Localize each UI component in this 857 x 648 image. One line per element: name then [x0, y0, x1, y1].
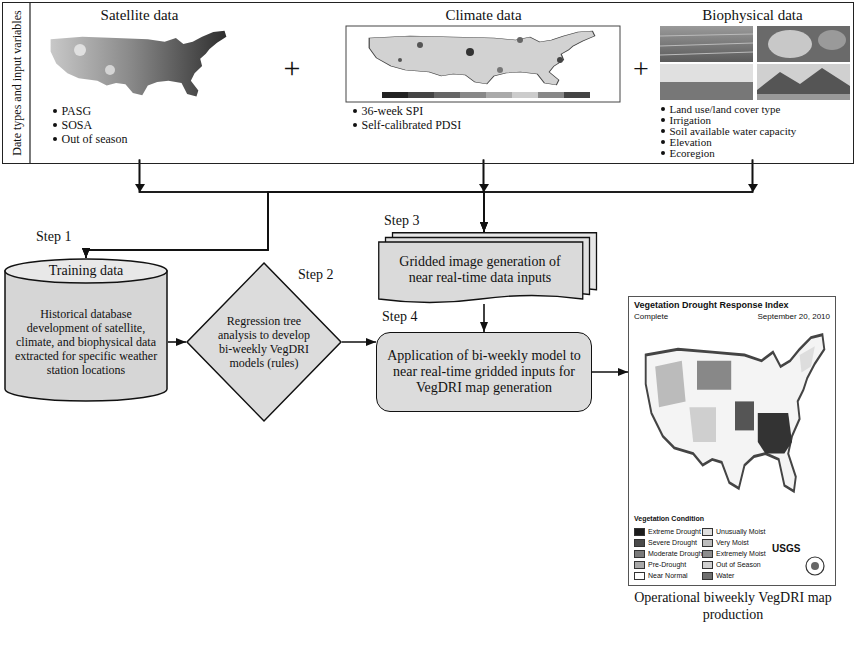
- cylinder-text: Historical database development of satel…: [10, 307, 162, 377]
- legend-entry: Near Normal: [634, 571, 688, 581]
- legend-swatch: [702, 550, 713, 558]
- bullet-list: 36-week SPISelf-calibrated PDSI: [340, 104, 628, 132]
- cylinder-heading: Training data: [4, 261, 168, 281]
- legend-entry: Very Moist: [702, 538, 749, 548]
- col-node: Climate data 36-week SPISelf-calibrated P…: [340, 4, 628, 160]
- image-spacer: [654, 24, 852, 104]
- column-heading: Biophysical data: [654, 6, 852, 24]
- legend-entry: Severe Drought: [634, 538, 697, 548]
- map-label: USGS: [772, 543, 800, 555]
- legend-entry: Extreme Drought: [634, 527, 701, 537]
- step-label: Step 4: [382, 308, 417, 325]
- climate-map: [346, 26, 620, 102]
- bullet-item: Soil available water capacity: [660, 126, 852, 137]
- diamond-node: Regression tree analysis to develop bi-w…: [186, 262, 342, 422]
- plus-sign: +: [630, 52, 652, 86]
- docs-node: Gridded image generation of near real-ti…: [378, 232, 596, 304]
- bullet-list: PASGSOSAOut of season: [36, 104, 244, 146]
- legend-swatch: [702, 539, 713, 547]
- panel-divider: [30, 3, 31, 163]
- step-label: Step 2: [298, 266, 333, 283]
- map-subtitle: Complete: [634, 312, 668, 322]
- legend-entry: Unusually Moist: [702, 527, 765, 537]
- round-node: Application of bi-weekly model to near r…: [376, 332, 592, 412]
- legend-entry: Out of Season: [702, 560, 761, 570]
- flow-connector: [592, 371, 628, 373]
- legend-text: Severe Drought: [648, 538, 697, 548]
- legend-swatch: [702, 572, 713, 580]
- bullet-item: Out of season: [52, 132, 244, 146]
- image-spacer: [36, 24, 244, 104]
- bullet-item: Self-calibrated PDSI: [352, 118, 628, 132]
- col-node: Satellite dataPASGSOSAOut of season: [36, 4, 244, 160]
- bullet-item: PASG: [52, 104, 244, 118]
- col-node: Biophysical dataLand use/land cover type…: [654, 4, 852, 160]
- legend-text: Moderate Drought: [648, 549, 704, 559]
- bullet-item: Land use/land cover type: [660, 104, 852, 115]
- diamond-text-box: Regression tree analysis to develop bi-w…: [212, 302, 316, 382]
- flow-connector: [342, 341, 376, 343]
- panel-node: Date types and input variables Satellite …: [2, 2, 854, 164]
- figure-caption: Operational biweekly VegDRI map producti…: [619, 589, 847, 623]
- decision-text: Regression tree analysis to develop bi-w…: [212, 314, 316, 370]
- legend-swatch: [634, 528, 645, 536]
- legend-text: Very Moist: [716, 538, 749, 548]
- legend-swatch: [634, 550, 645, 558]
- legend-text: Pre-Drought: [648, 560, 686, 570]
- map-label: Vegetation Condition: [634, 515, 704, 523]
- legend-entry: Extremely Moist: [702, 549, 766, 559]
- bullet-item: Irrigation: [660, 115, 852, 126]
- legend-entry: Water: [702, 571, 734, 581]
- flow-connector: [168, 341, 186, 343]
- legend-text: Water: [716, 571, 734, 581]
- legend-entry: Moderate Drought: [634, 549, 704, 559]
- cylinder-body: Historical database development of satel…: [10, 288, 162, 396]
- bullet-item: SOSA: [52, 118, 244, 132]
- map-title: Vegetation Drought Response Index: [634, 300, 789, 311]
- vegdri-map: [628, 296, 836, 586]
- legend-text: Extreme Drought: [648, 527, 701, 537]
- legend-swatch: [634, 561, 645, 569]
- legend-text: Unusually Moist: [716, 527, 765, 537]
- document-text-box: Gridded image generation of near real-ti…: [386, 244, 574, 296]
- column-heading: Satellite data: [36, 6, 244, 24]
- legend-text: Near Normal: [648, 571, 688, 581]
- satellite-map: [51, 31, 227, 97]
- step-label: Step 3: [384, 212, 419, 229]
- legend-text: Out of Season: [716, 560, 761, 570]
- merge-arrowheads: [135, 184, 758, 192]
- image-spacer: [340, 24, 628, 104]
- bullet-item: Elevation: [660, 137, 852, 148]
- legend-text: Extremely Moist: [716, 549, 766, 559]
- cyl-node: Training dataHistorical database develop…: [4, 258, 168, 402]
- plus-sign: +: [277, 50, 307, 86]
- flow-connector: [86, 160, 268, 259]
- legend-swatch: [702, 561, 713, 569]
- bullet-item: Ecoregion: [660, 148, 852, 159]
- legend-swatch: [702, 528, 713, 536]
- flow-connector: [484, 160, 753, 233]
- process-text: Application of bi-weekly model to near r…: [387, 348, 581, 396]
- legend-swatch: [634, 539, 645, 547]
- document-text: Gridded image generation of near real-ti…: [386, 254, 574, 286]
- bullet-item: 36-week SPI: [352, 104, 628, 118]
- map-date: September 20, 2010: [758, 312, 831, 322]
- vertical-heading: Date types and input variables: [4, 5, 28, 160]
- flow-connector: [140, 160, 485, 233]
- biophysical-photos: [660, 26, 850, 100]
- bullet-list: Land use/land cover typeIrrigationSoil a…: [654, 104, 852, 159]
- legend-swatch: [634, 572, 645, 580]
- column-heading: Climate data: [340, 6, 628, 24]
- flow-connector: [483, 304, 485, 332]
- legend-entry: Pre-Drought: [634, 560, 686, 570]
- step-label: Step 1: [36, 228, 71, 245]
